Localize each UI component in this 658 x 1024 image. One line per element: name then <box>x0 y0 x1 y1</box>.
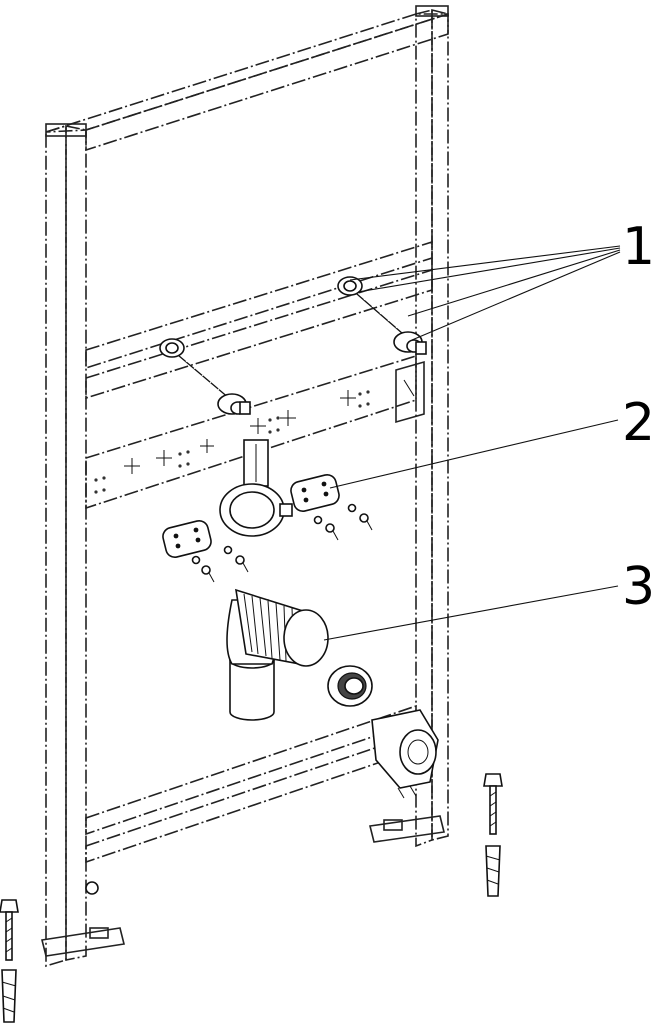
fixing-plate-icon <box>162 473 373 583</box>
mounting-frame-icon <box>41 5 449 968</box>
pipe-clamp-icon <box>219 439 293 537</box>
drain-elbow-icon <box>226 588 373 721</box>
callout-leaders <box>323 245 621 641</box>
callout-1: 1 <box>622 217 655 277</box>
threaded-rod-icon <box>159 276 427 415</box>
siphon-body-icon <box>371 709 439 799</box>
callout-3: 3 <box>622 557 655 617</box>
anchor-bolt-icon <box>0 773 503 1023</box>
callout-2: 2 <box>622 393 655 453</box>
